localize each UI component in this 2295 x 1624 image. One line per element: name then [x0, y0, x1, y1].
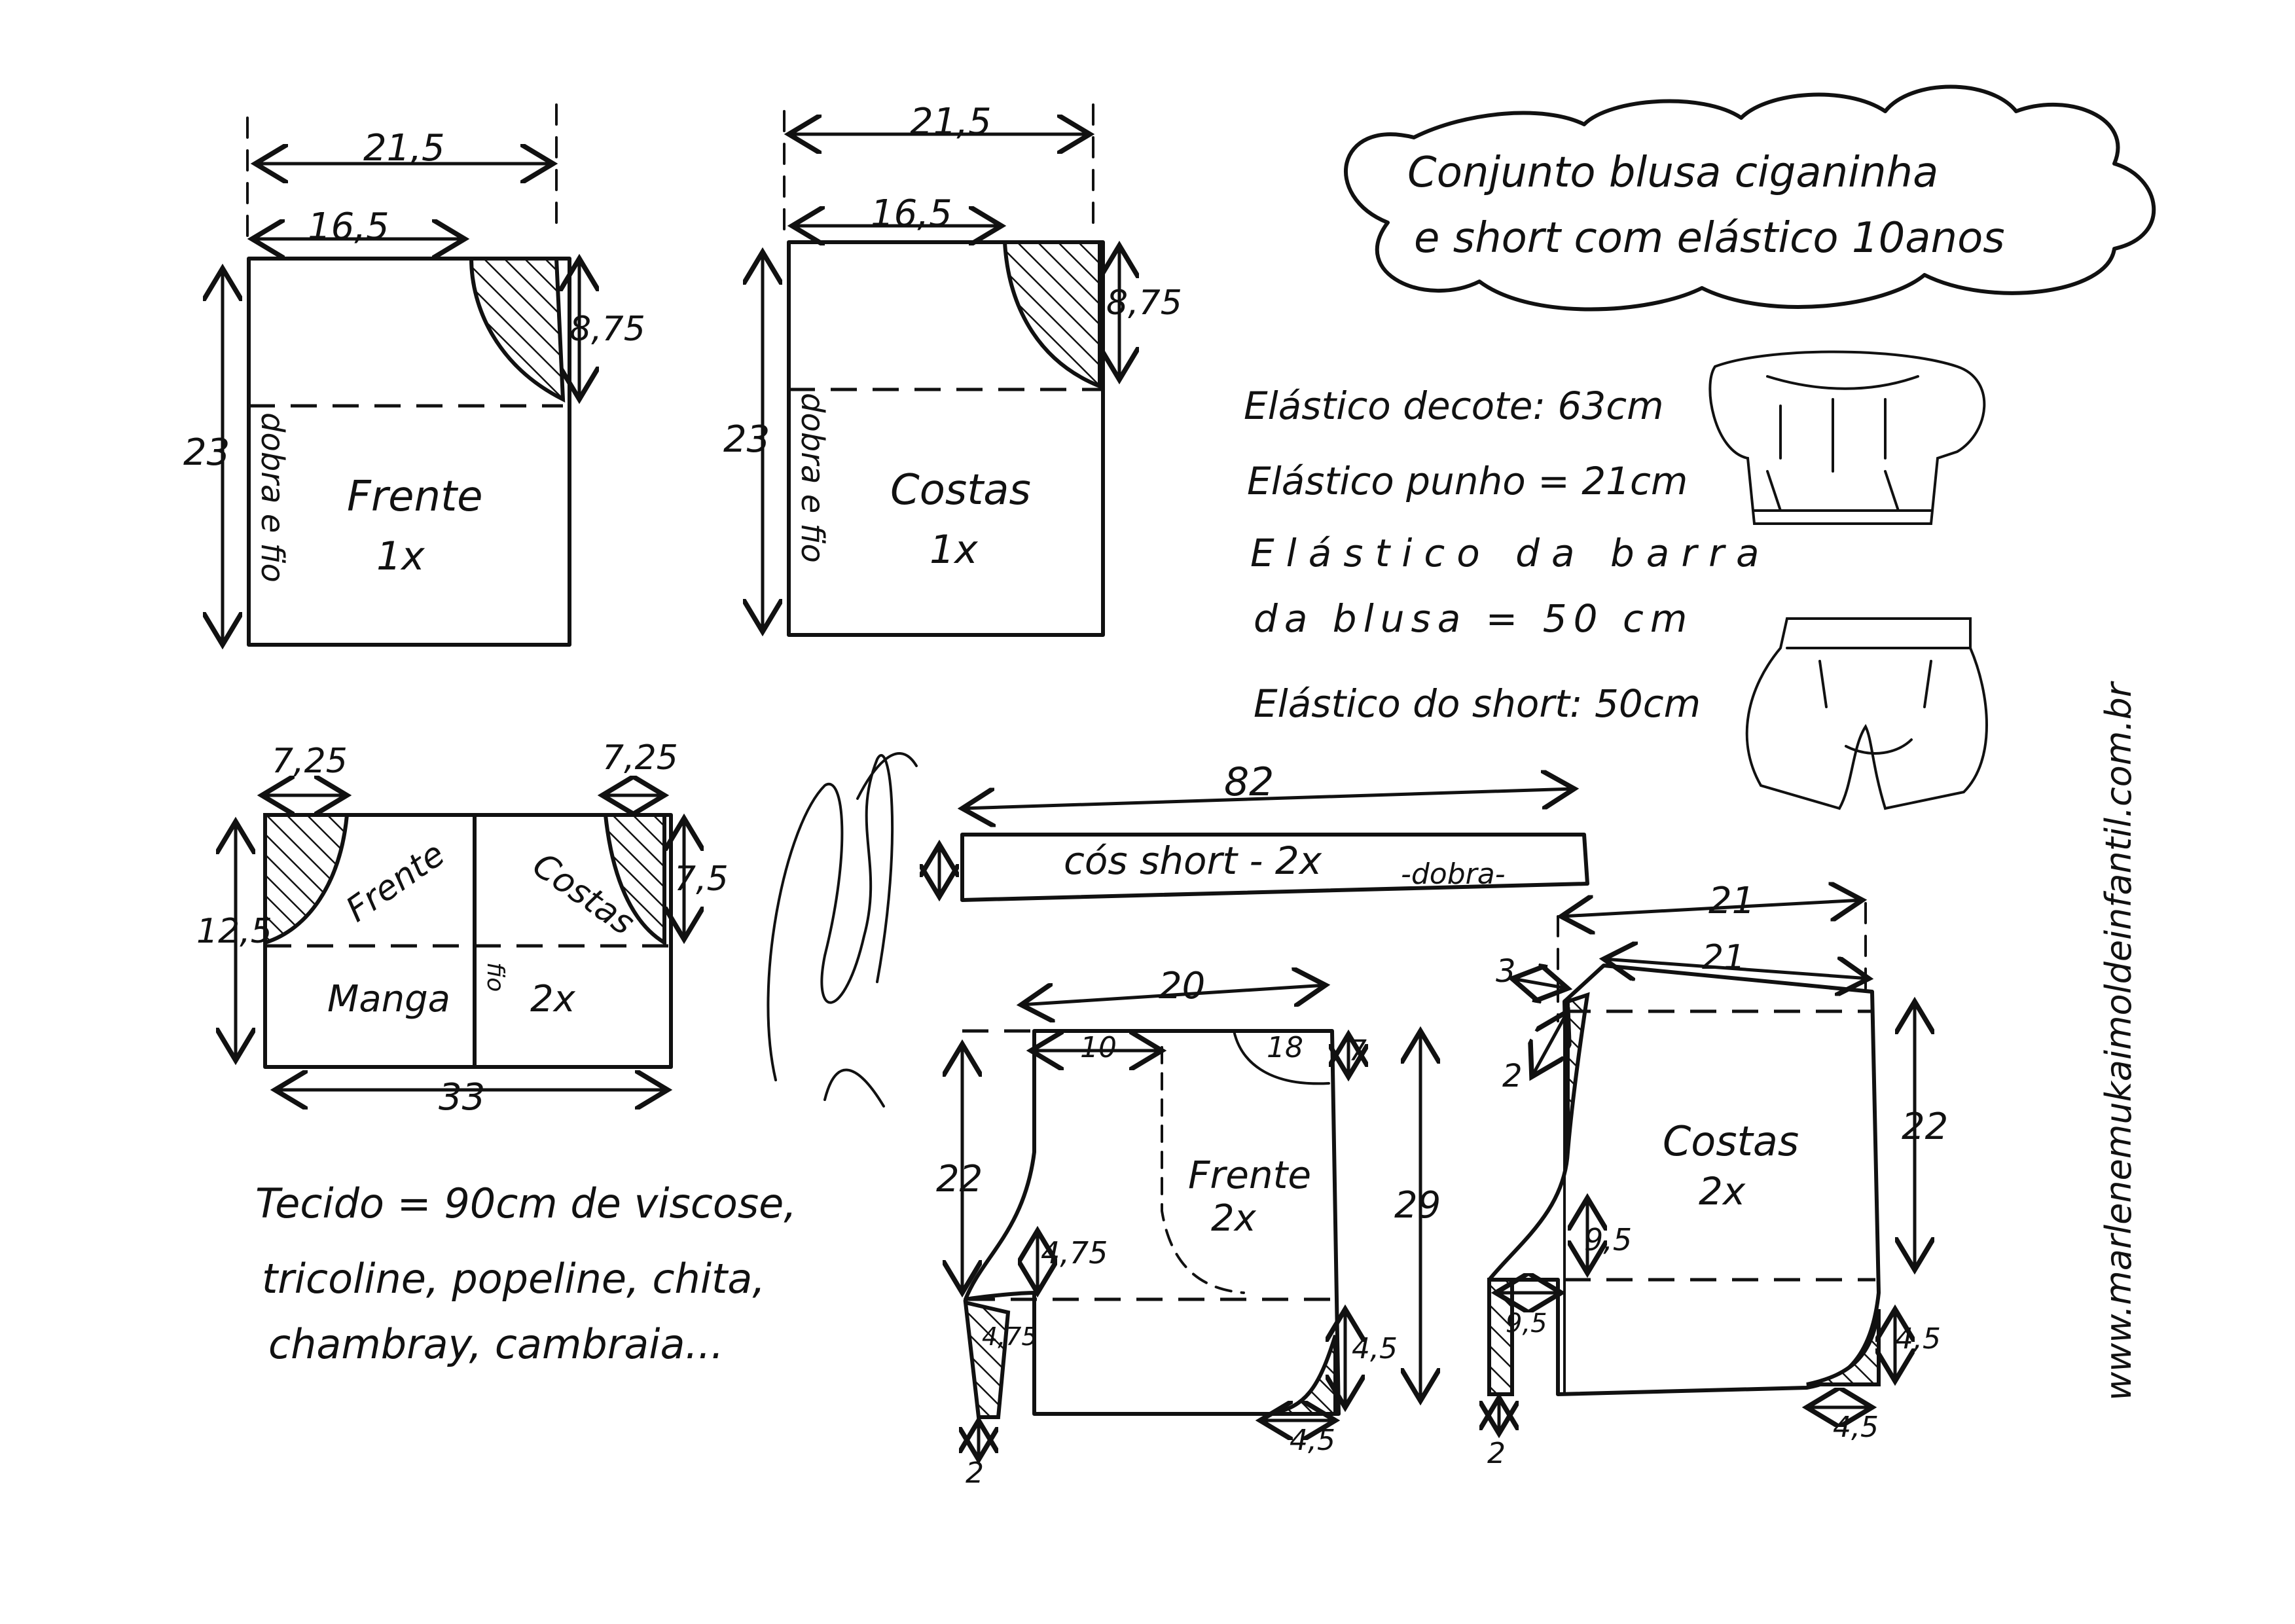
- short-front-pocket-value: 18: [1267, 1031, 1303, 1064]
- short-back-side-curve-w: 4,5: [1833, 1411, 1879, 1444]
- back-blouse-width: 21,5: [910, 101, 992, 143]
- waistband-fold: -dobra-: [1401, 857, 1506, 891]
- back-blouse-pattern: 21,5 16,5 8,75 23 dobra e fio Costas 1x: [723, 101, 1182, 637]
- waistband-pattern: 82 cós short - 2x -dobra-: [939, 759, 1589, 902]
- fabric-line-1: Tecido = 90cm de viscose,: [255, 1180, 797, 1227]
- back-blouse-shoulder: 16,5: [871, 192, 952, 235]
- front-blouse-height: 23: [183, 431, 230, 474]
- short-front-width: 20: [1159, 965, 1205, 1007]
- short-back-crotch: 9,5: [1584, 1222, 1632, 1257]
- waistband-length: 82: [1224, 759, 1274, 805]
- short-front-crotch-ext: 4,75: [982, 1322, 1038, 1351]
- back-blouse-label: Costas: [890, 466, 1031, 514]
- short-back-rise: 3: [1496, 953, 1516, 990]
- sleeve-armhole-right-value: 7,25: [602, 738, 678, 778]
- back-blouse-armhole-value: 8,75: [1106, 283, 1182, 323]
- short-back-outline: [1487, 964, 1881, 1396]
- front-blouse-fold: dobra e fio: [254, 412, 291, 583]
- sleeve-armhole-left: [263, 813, 350, 946]
- elastic-cuff: Elástico punho = 21cm: [1247, 459, 1688, 503]
- front-blouse-pattern: 21,5 16,5 8,75 23 dobra e fio Frente 1x: [183, 103, 645, 647]
- short-front-pocket-depth: 7: [1348, 1034, 1367, 1068]
- sleeve-armhole-right: [603, 813, 666, 947]
- front-blouse-armhole: [469, 257, 566, 403]
- signature: [767, 752, 918, 1108]
- short-back-width: 21: [1708, 880, 1755, 922]
- sleeve-width: 33: [439, 1076, 485, 1119]
- short-back-crotch-ext: 9,5: [1506, 1308, 1547, 1339]
- short-back-count: 2x: [1699, 1169, 1746, 1214]
- short-front-side-curve-h: 4,5: [1352, 1332, 1398, 1365]
- short-front-side-curve-w: 4,5: [1290, 1424, 1335, 1457]
- sleeve-height: 12,5: [196, 912, 272, 951]
- back-blouse-count: 1x: [930, 527, 978, 573]
- short-front-outline: [964, 1029, 1341, 1416]
- sleeve-armhole-left-value: 7,25: [272, 742, 348, 781]
- front-blouse-outline: [247, 257, 571, 647]
- short-front-hem-extension: [963, 1300, 1011, 1419]
- front-blouse-shoulder: 16,5: [308, 206, 389, 248]
- blouse-illustration: [1708, 350, 1986, 525]
- title-line-2: e short com elástico 10anos: [1414, 214, 2005, 262]
- short-front-crotch: 4,75: [1041, 1235, 1108, 1271]
- fabric-line-3: chambray, cambraia...: [268, 1320, 724, 1368]
- short-back-center-extension: [1566, 992, 1590, 1153]
- waistband-length-arrow: [962, 789, 1574, 808]
- sleeve-front-label: Frente: [339, 835, 452, 930]
- short-front-hem-ext: 2: [966, 1456, 984, 1490]
- back-blouse-outline: [787, 240, 1105, 637]
- front-blouse-label: Frente: [347, 473, 483, 521]
- fabric-note: Tecido = 90cm de viscose, tricoline, pop…: [255, 1180, 797, 1368]
- short-illustration: [1745, 617, 1988, 810]
- short-back-side-curve: [1806, 1308, 1881, 1386]
- back-blouse-height: 23: [723, 418, 770, 461]
- short-back-height: 22: [1902, 1106, 1948, 1148]
- title-cloud: Conjunto blusa ciganinha e short com elá…: [1344, 84, 2156, 312]
- short-front-pocket: [1233, 1030, 1330, 1085]
- sleeve-pattern: 7,25 7,25 7,5 12,5 33 Frente Costas Mang…: [196, 738, 729, 1119]
- elastic-short: Elástico do short: 50cm: [1254, 681, 1701, 726]
- short-back-top: 21: [1702, 938, 1745, 977]
- short-back-side-curve-h: 4,5: [1895, 1322, 1941, 1356]
- front-blouse-count: 1x: [376, 533, 425, 579]
- sleeve-count: 2x: [530, 978, 576, 1020]
- short-front-total-height: 29: [1394, 1184, 1441, 1227]
- short-back-hem-ext: 2: [1487, 1437, 1506, 1470]
- short-front-label: Frente: [1188, 1153, 1311, 1197]
- title-line-1: Conjunto blusa ciganinha: [1407, 149, 1938, 197]
- front-blouse-width: 21,5: [363, 127, 445, 170]
- short-back-label: Costas: [1663, 1117, 1799, 1165]
- website-url: www.marlenemukaimoldeinfantil.com.br: [2098, 681, 2139, 1401]
- waistband-label: cós short - 2x: [1064, 839, 1322, 883]
- fabric-line-2: tricoline, popeline, chita,: [262, 1255, 765, 1303]
- short-front-count: 2x: [1211, 1197, 1257, 1240]
- elastic-neckline: Elástico decote: 63cm: [1244, 384, 1664, 428]
- sleeve-armhole-depth: 7,5: [674, 859, 729, 899]
- back-blouse-fold: dobra e fio: [794, 393, 831, 563]
- short-back-pattern: 21 21 3 2 22 9,5 9,5 4,5 4,5 2 Costas 2x: [1487, 880, 1948, 1470]
- back-blouse-armhole: [1002, 240, 1102, 389]
- sleeve-label: Manga: [327, 978, 450, 1020]
- short-front-height: 22: [936, 1158, 983, 1200]
- short-back-crotch-top: 2: [1502, 1058, 1523, 1094]
- elastic-list: Elástico decote: 63cm Elástico punho = 2…: [1244, 384, 1771, 726]
- sleeve-fold: fio: [482, 962, 509, 992]
- elastic-blouse-hem-2: da blusa = 50 cm: [1254, 596, 1693, 641]
- front-blouse-armhole-value: 8,75: [569, 310, 645, 349]
- short-front-side-curve: [1269, 1335, 1337, 1416]
- short-front-inner: 10: [1080, 1031, 1117, 1064]
- short-front-pattern: 20 10 18 7 22 29 4,75 4,75 4,5 4,5 2: [936, 965, 1441, 1490]
- elastic-blouse-hem-1: Elástico da barra: [1250, 531, 1771, 575]
